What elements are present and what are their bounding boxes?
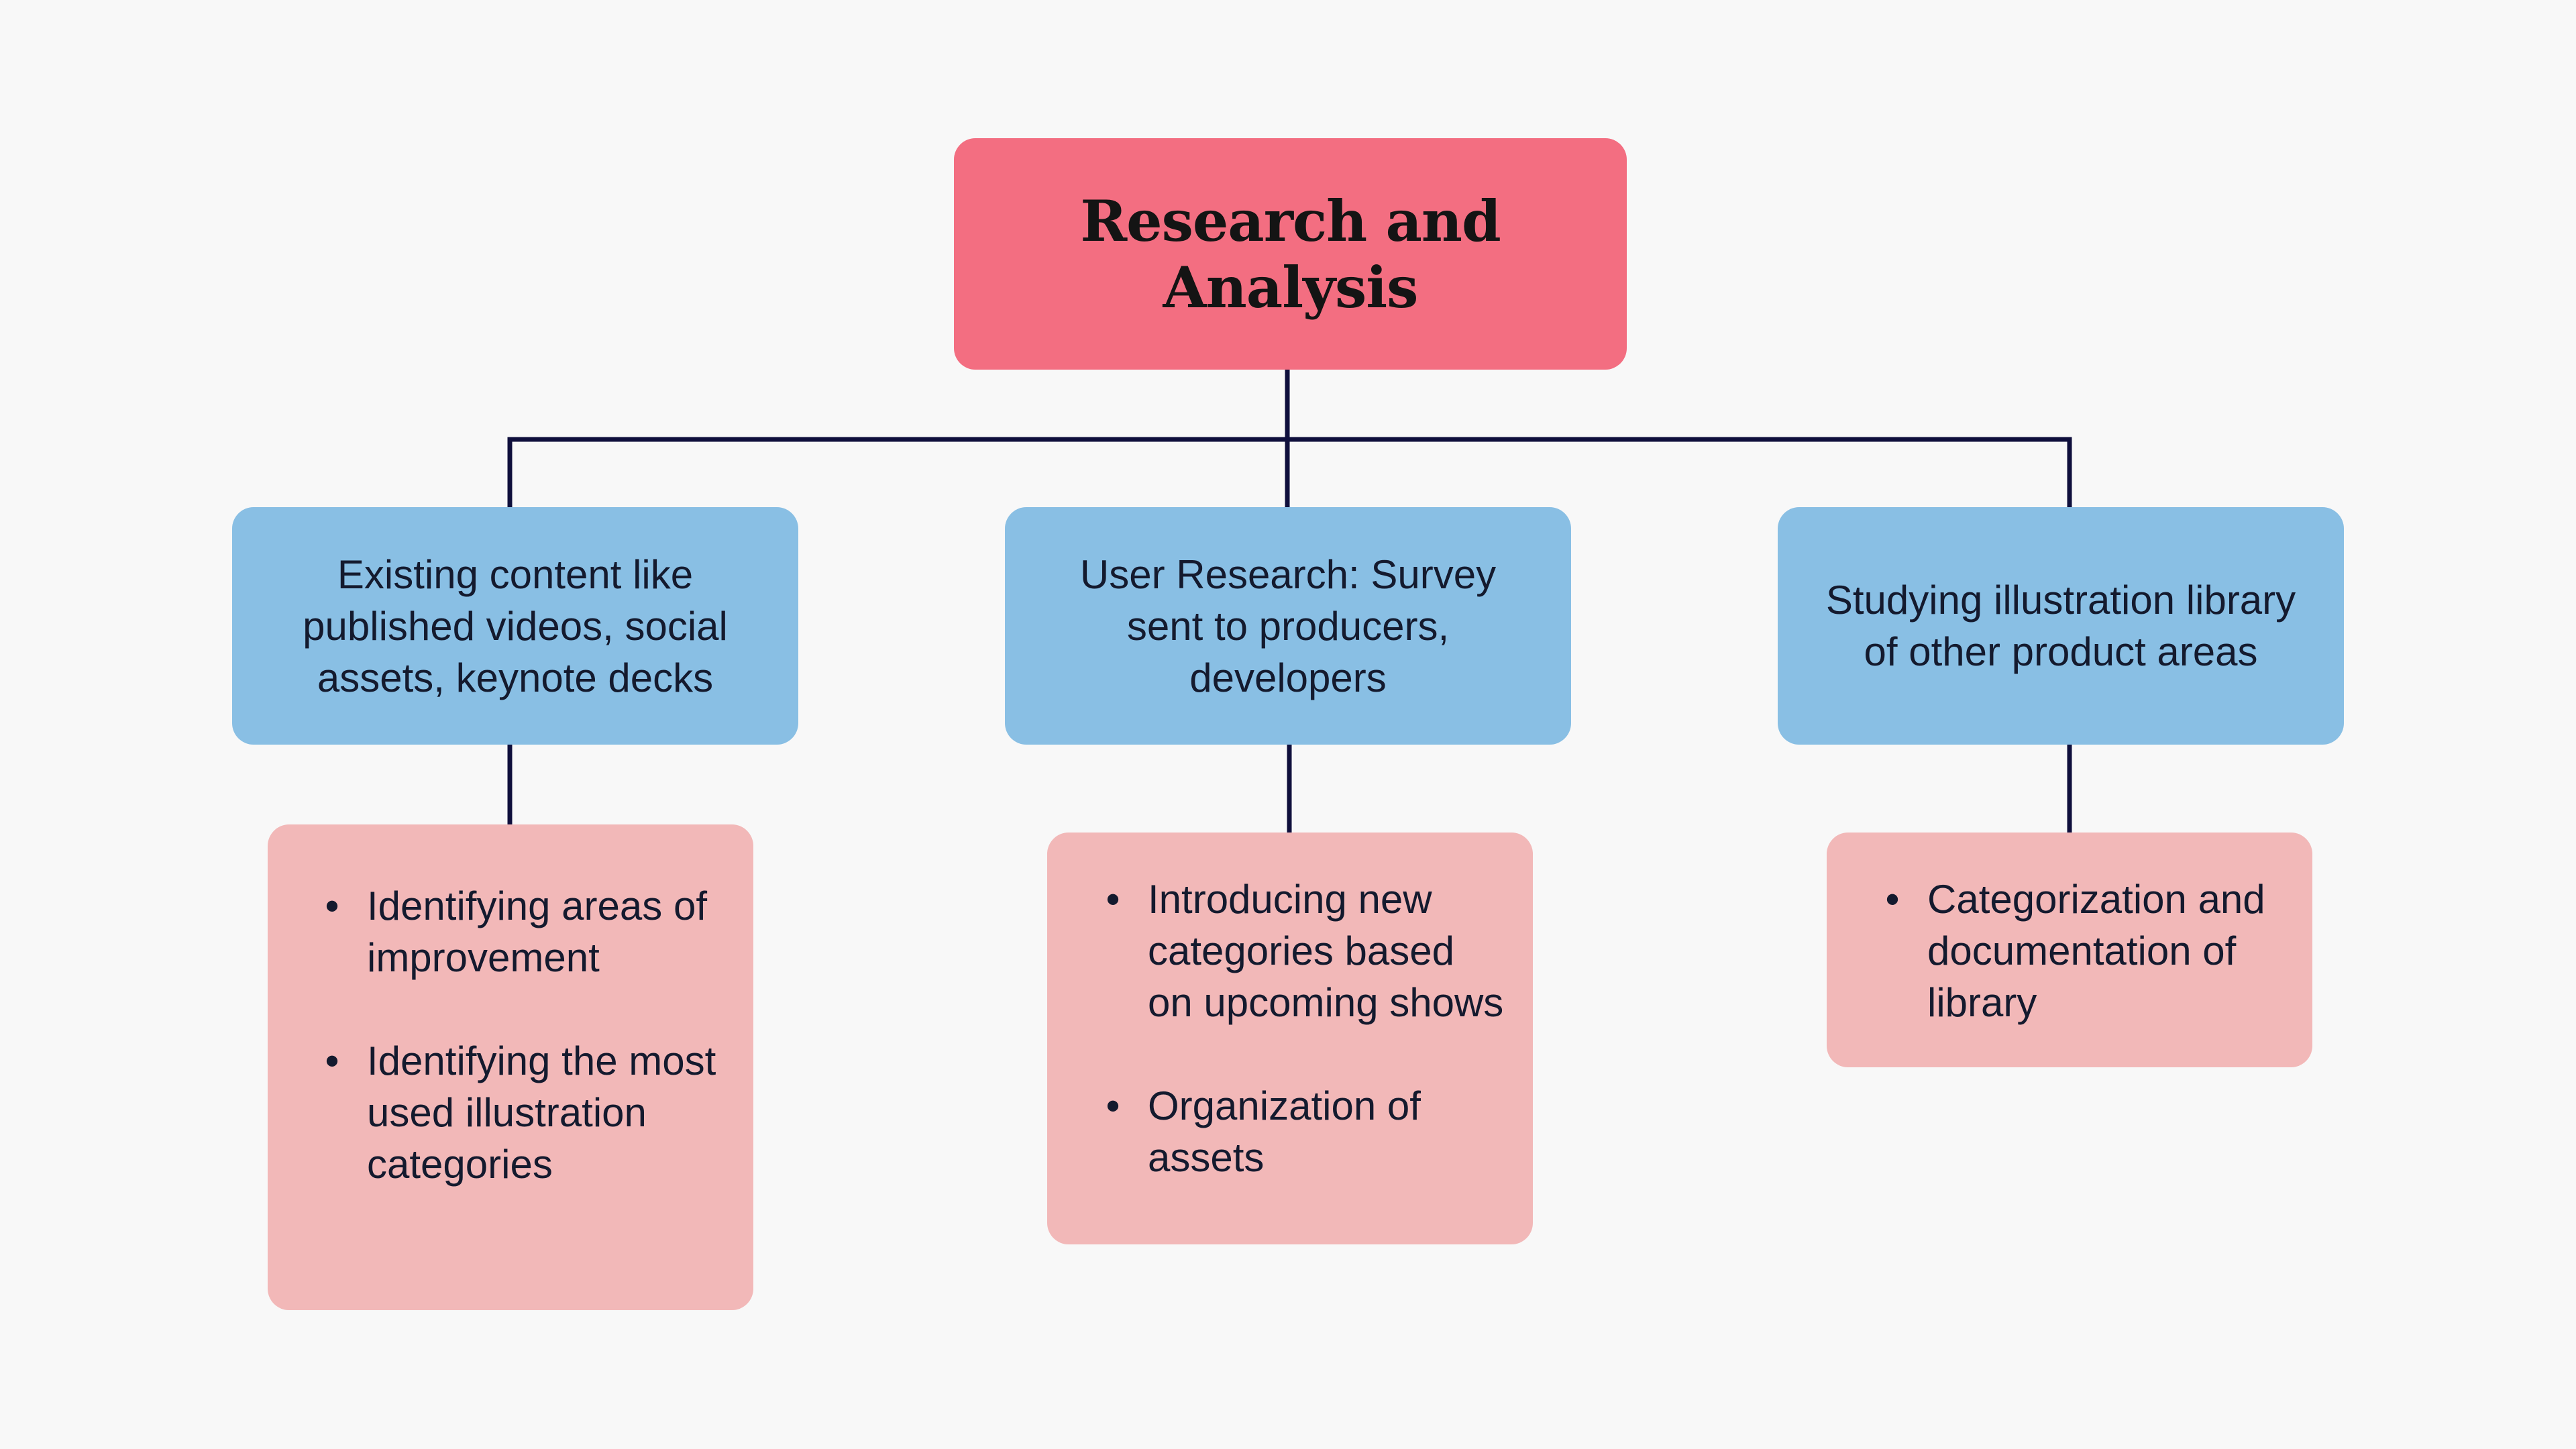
leaf-item-text: Categorization and documentation of libr…	[1927, 877, 2265, 1025]
leaf-item-text: Introducing new categories based on upco…	[1148, 877, 1504, 1025]
leaf-list-item: • Organization of assets	[1106, 1080, 1510, 1183]
leaf-item-text: Identifying areas of improvement	[367, 883, 707, 980]
branch-node-existing-content: Existing content like published videos, …	[232, 507, 798, 745]
bullet-icon: •	[325, 1038, 339, 1083]
leaf-bullet-list: • Identifying areas of improvement • Ide…	[325, 880, 729, 1190]
leaf-bullet-list: • Introducing new categories based on up…	[1106, 873, 1510, 1183]
root-node: Research and Analysis	[954, 138, 1627, 370]
leaf-node-user-research: • Introducing new categories based on up…	[1047, 833, 1533, 1244]
leaf-bullet-list: • Categorization and documentation of li…	[1885, 873, 2290, 1028]
bullet-icon: •	[1106, 1083, 1120, 1128]
leaf-list-item: • Identifying the most used illustration…	[325, 1035, 729, 1190]
branch-node-user-research: User Research: Survey sent to producers,…	[1005, 507, 1571, 745]
branch-label: User Research: Survey sent to producers,…	[1079, 551, 1497, 700]
branch-label: Existing content like published videos, …	[303, 551, 728, 700]
bullet-icon: •	[1106, 877, 1120, 922]
bullet-icon: •	[325, 883, 339, 928]
leaf-item-text: Identifying the most used illustration c…	[367, 1038, 716, 1187]
branch-node-illustration-library: Studying illustration library of other p…	[1778, 507, 2344, 745]
leaf-node-illustration-library: • Categorization and documentation of li…	[1827, 833, 2312, 1067]
leaf-list-item: • Identifying areas of improvement	[325, 880, 729, 983]
branch-label: Studying illustration library of other p…	[1825, 578, 2296, 674]
bullet-icon: •	[1885, 877, 1900, 922]
leaf-item-text: Organization of assets	[1148, 1083, 1421, 1180]
leaf-node-existing-content: • Identifying areas of improvement • Ide…	[268, 824, 753, 1310]
root-title: Research and Analysis	[1080, 187, 1501, 321]
leaf-list-item: • Introducing new categories based on up…	[1106, 873, 1510, 1028]
leaf-list-item: • Categorization and documentation of li…	[1885, 873, 2290, 1028]
